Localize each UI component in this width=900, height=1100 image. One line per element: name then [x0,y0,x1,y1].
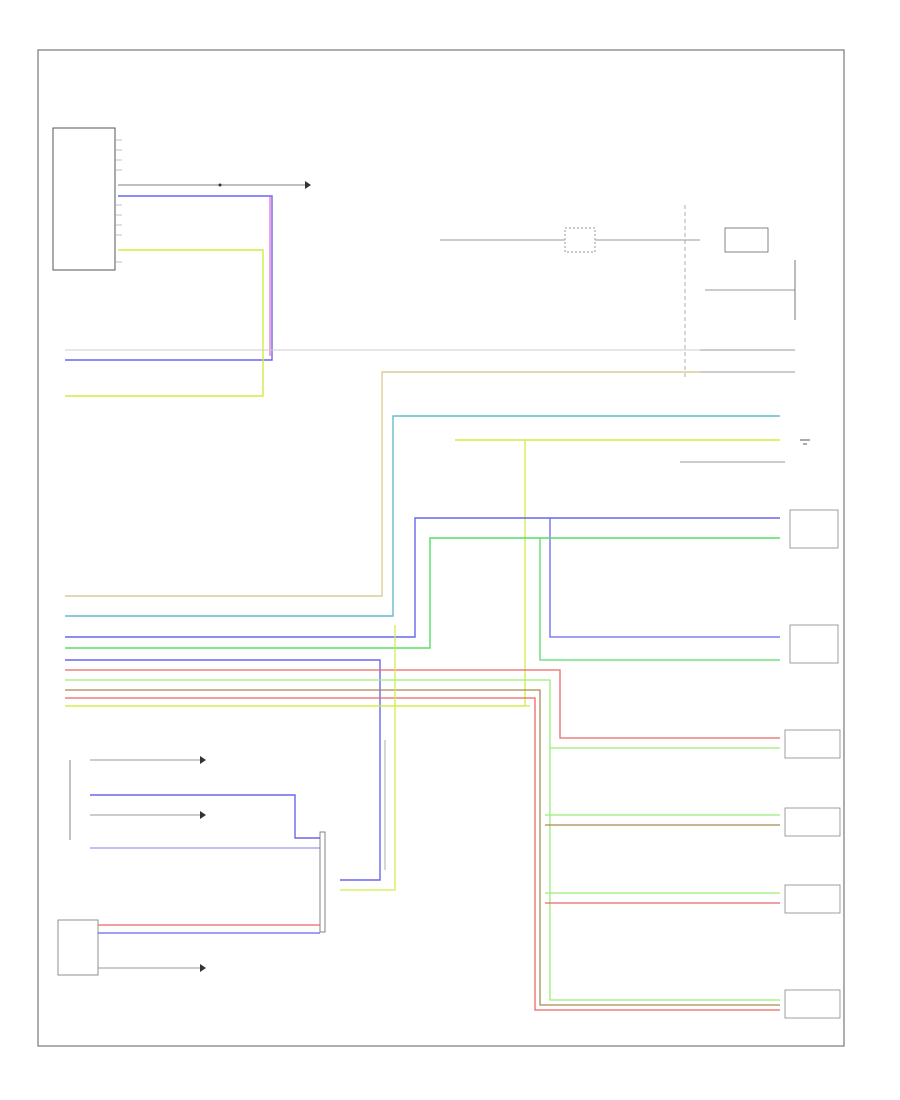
lock-switch-main [69,756,326,933]
wire-teal [65,415,780,617]
wire-gray-vertical [340,625,396,891]
wire-light-green-top [65,439,780,707]
wire-blue-mid [65,517,780,638]
ground-wire-top [118,181,311,189]
door-branch-wires [545,747,780,904]
wire-blue-pink [65,195,273,361]
bus-wires-left [65,659,780,1011]
door-switch-rr [784,729,841,837]
door-switch-fr [789,624,839,664]
ground-left [800,439,810,445]
wire-yellow-green-top [65,249,264,397]
fuse-box [440,205,796,380]
door-switch-rl [784,884,841,1019]
diagram-frame [37,49,845,1047]
wire-green-mid [65,537,780,661]
wire-tan [65,371,700,597]
lock-switch-sub [57,919,320,976]
door-switch-fl [789,509,839,549]
switch-module [52,127,122,271]
